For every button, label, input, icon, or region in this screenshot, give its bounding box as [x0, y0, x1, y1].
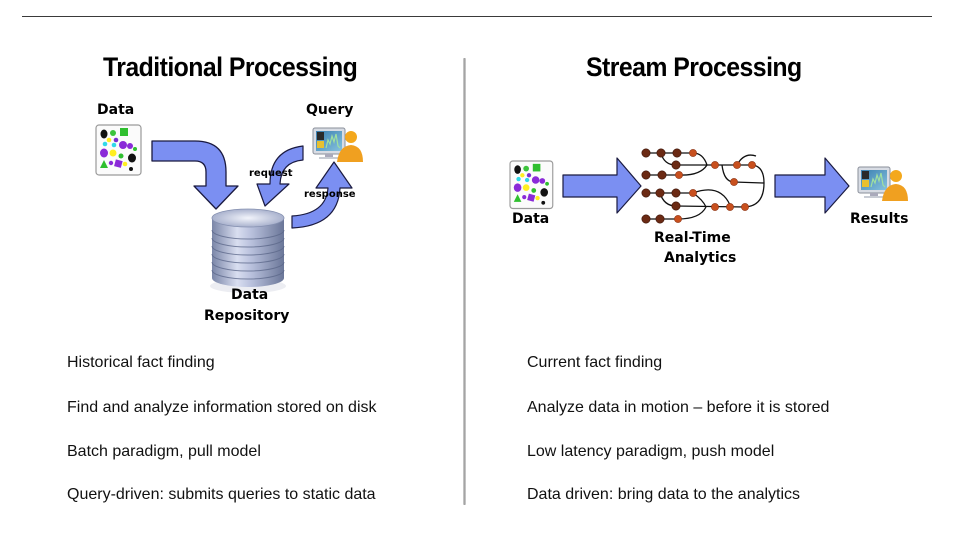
graph-edge: [692, 189, 731, 206]
results-user-icon: [857, 166, 909, 202]
request-label: request: [249, 168, 293, 179]
graph-edge: [678, 164, 708, 176]
left-bullet: Historical fact finding: [67, 354, 215, 371]
graph-node: [674, 215, 682, 223]
query-label: Query: [306, 102, 354, 118]
left-data-label: Data: [97, 102, 135, 118]
graph-node: [726, 203, 734, 211]
repository-label-line1: Data: [231, 287, 269, 303]
graph-node: [641, 188, 651, 198]
graph-node: [671, 201, 681, 211]
graph-node: [641, 214, 651, 224]
left-data-icon: [95, 124, 142, 176]
graph-node: [689, 149, 697, 157]
graph-node: [671, 188, 681, 198]
graph-node: [711, 161, 719, 169]
graph-edge: [677, 206, 707, 220]
graph-node: [672, 148, 682, 158]
graph-node: [655, 188, 665, 198]
response-arrow: [291, 161, 353, 229]
graph-node: [748, 161, 756, 169]
ingest-arrow: [151, 140, 239, 210]
right-bullet: Current fact finding: [527, 354, 663, 371]
graph-edge: [744, 182, 765, 208]
analytics-label-line2: Analytics: [664, 250, 737, 266]
right-bullet: Analyze data in motion – before it is st…: [527, 399, 830, 416]
right-data-label: Data: [512, 211, 550, 227]
right-bullet: Data driven: bring data to the analytics: [527, 486, 801, 503]
real-time-analytics-graph: [641, 148, 765, 224]
graph-edge: [733, 181, 765, 184]
query-user-icon: [312, 127, 364, 163]
stream-input-arrow: [562, 157, 642, 214]
graph-node: [655, 214, 665, 224]
graph-node: [641, 170, 651, 180]
top-rule: [22, 16, 932, 17]
response-label: response: [304, 189, 356, 200]
graph-edge: [675, 205, 746, 208]
right-bullet: Low latency paradigm, push model: [527, 443, 775, 460]
graph-node: [733, 161, 741, 169]
graph-node: [657, 170, 667, 180]
results-label: Results: [850, 211, 909, 227]
left-bullet: Query-driven: submits queries to static …: [67, 486, 376, 503]
graph-node: [671, 160, 681, 170]
analytics-label-line1: Real-Time: [654, 230, 731, 246]
right-data-icon: [509, 160, 554, 210]
left-bullet: Find and analyze information stored on d…: [67, 399, 377, 416]
left-bullet: Batch paradigm, pull model: [67, 443, 261, 460]
graph-node: [711, 203, 719, 211]
stream-processing-title: Stream Processing: [586, 52, 802, 82]
column-divider: [463, 58, 466, 505]
graph-node: [689, 189, 697, 197]
stream-output-arrow: [774, 157, 850, 214]
traditional-processing-title: Traditional Processing: [103, 52, 358, 82]
request-arrow: [256, 145, 304, 207]
repository-label-line2: Repository: [204, 308, 290, 324]
graph-node: [675, 171, 683, 179]
graph-node: [641, 148, 651, 158]
data-repository-icon: [210, 208, 286, 293]
graph-node: [656, 148, 666, 158]
graph-node: [730, 178, 738, 186]
graph-node: [741, 203, 749, 211]
